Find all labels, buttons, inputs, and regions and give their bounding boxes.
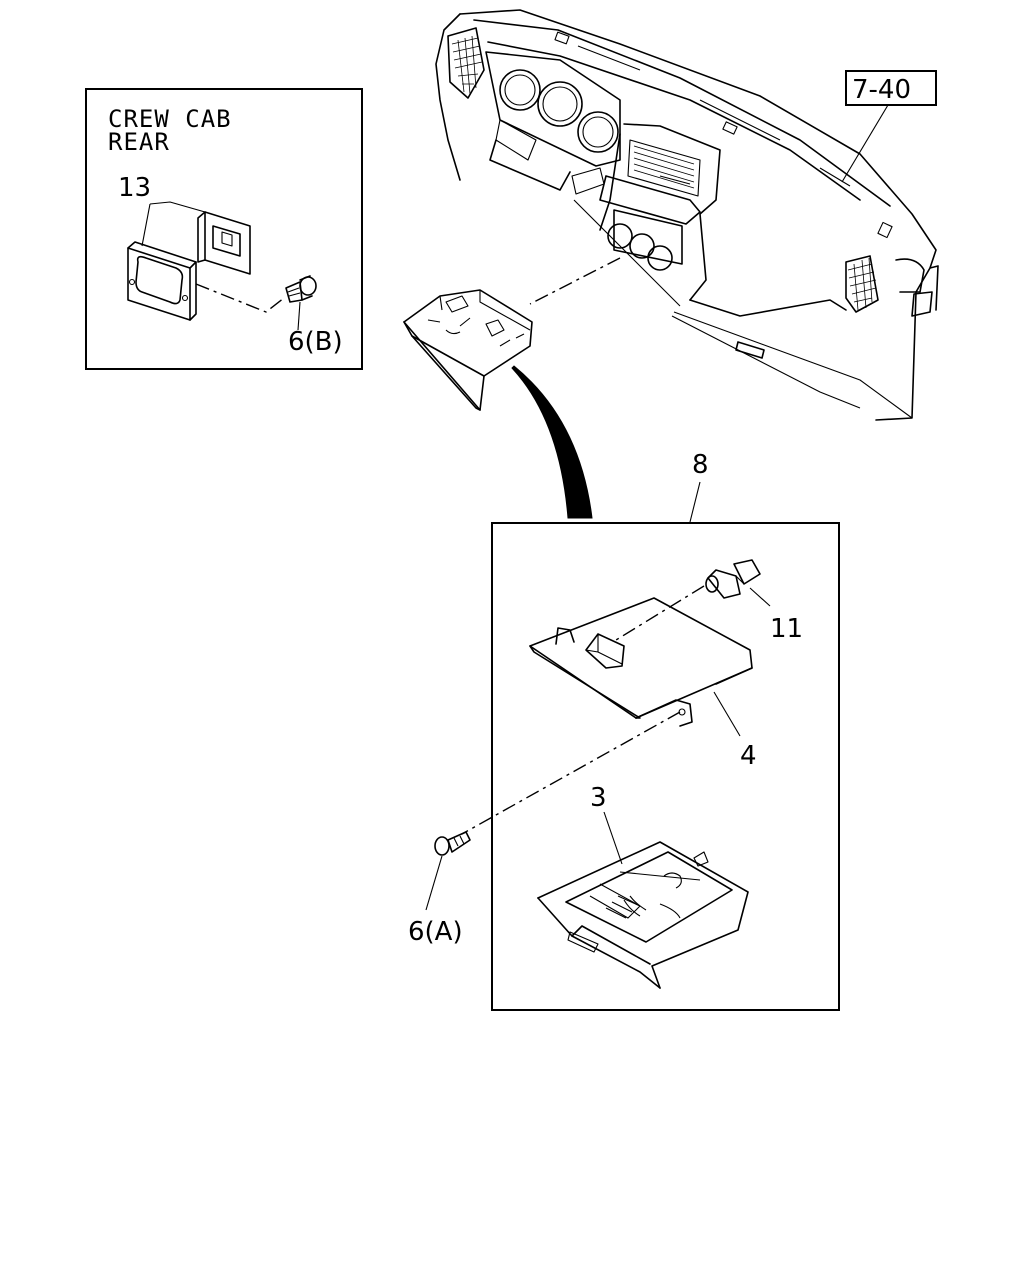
dash-screw-line — [461, 711, 681, 835]
part-label-6b: 6(B) — [288, 327, 343, 357]
ashtray-installed-view — [403, 289, 533, 411]
ref-box-7-40 — [845, 70, 937, 106]
dash-bulb-line — [615, 585, 705, 641]
holder-4 — [529, 597, 753, 727]
leader-13-a — [149, 201, 206, 213]
part-label-8: 8 — [692, 450, 709, 480]
dash-lower-panel — [573, 199, 913, 419]
leader-11 — [749, 587, 771, 607]
bulb-11 — [705, 559, 761, 599]
part-label-4: 4 — [740, 741, 757, 771]
inset-title-line1: CREW CAB — [108, 105, 232, 133]
dash-line-to-pocket — [529, 257, 621, 305]
dash-right-end — [895, 258, 939, 317]
inset-dash-line — [195, 283, 285, 313]
screw-6b — [285, 275, 317, 303]
rear-ashtray-unit — [127, 241, 197, 321]
leader-3 — [603, 811, 623, 865]
assembly-frame — [491, 522, 840, 1011]
left-air-vent — [447, 27, 485, 99]
inset-title-line2: REAR — [108, 128, 170, 156]
ashtray-3 — [537, 841, 749, 989]
crew-cab-rear-inset: CREW CAB REAR 13 — [85, 88, 363, 370]
center-console — [571, 123, 721, 301]
leader-7-40 — [841, 104, 889, 183]
part-8-assembly-box: 8 11 4 — [408, 450, 840, 1011]
rear-ashtray-socket — [197, 211, 251, 275]
leader-8 — [689, 481, 701, 523]
part-label-13: 13 — [118, 173, 151, 203]
ref-label-7-40: 7-40 — [852, 75, 911, 105]
screw-6a — [434, 831, 471, 856]
right-air-vent — [845, 255, 879, 313]
dash-top-outline — [459, 9, 937, 421]
leader-13-b — [141, 203, 151, 247]
part-label-11: 11 — [770, 614, 803, 644]
part-label-3: 3 — [590, 783, 607, 813]
zoom-arrow — [511, 365, 593, 519]
part-label-6a: 6(A) — [408, 917, 463, 947]
gauge-cluster — [485, 51, 621, 191]
leader-6b — [297, 301, 301, 331]
leader-6a — [425, 855, 443, 911]
leader-4 — [713, 691, 741, 737]
instrument-panel-assembly: 7-40 — [435, 9, 939, 421]
inset-frame — [85, 88, 363, 370]
